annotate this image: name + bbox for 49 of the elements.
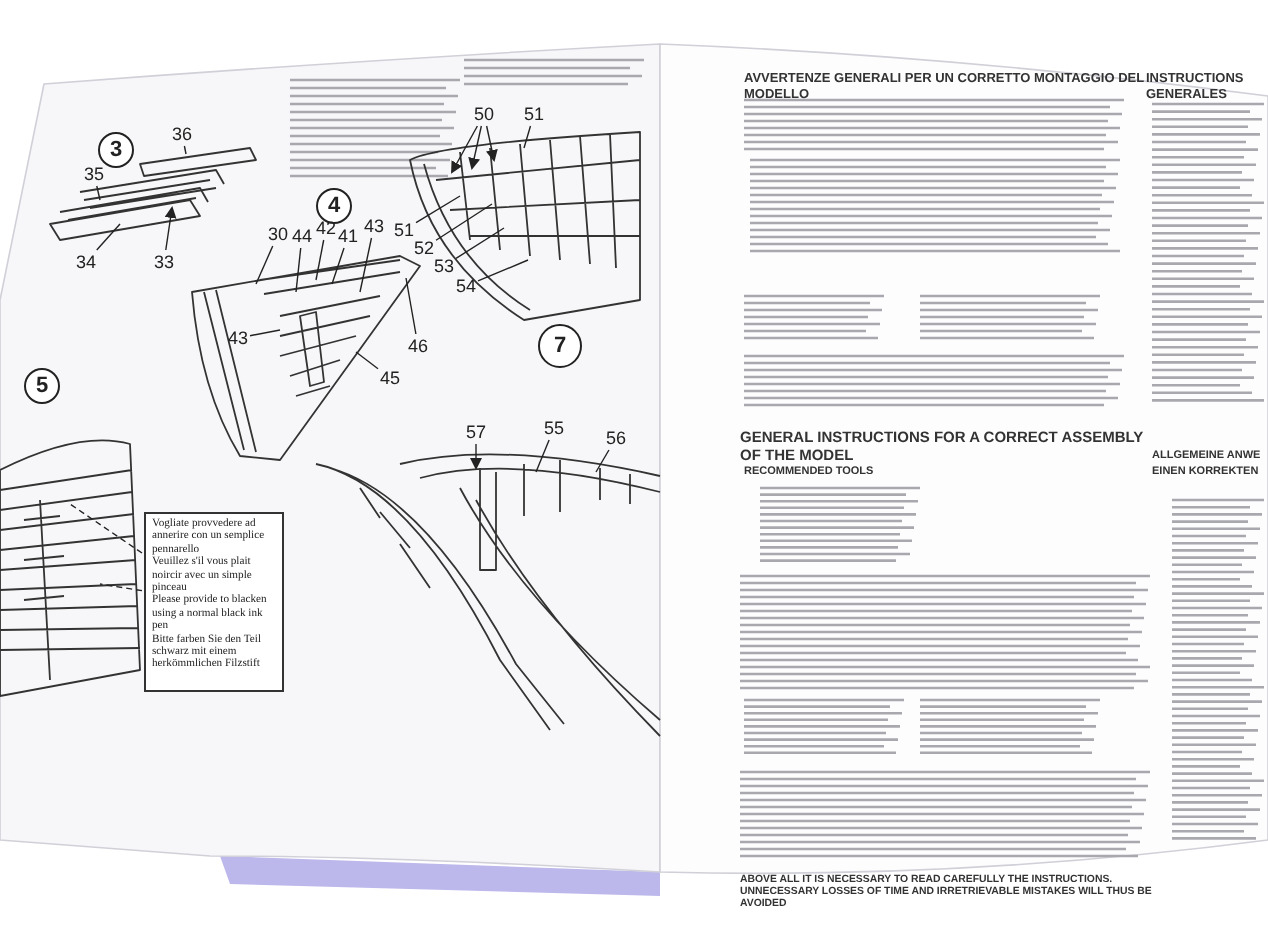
callout-number: 35 [84,164,105,184]
leader-line [164,206,177,251]
bow-rails-drawing [315,453,661,737]
leader-line [249,329,281,337]
leader-line [183,145,187,155]
callout-number: 52 [414,238,435,258]
callout-number: 36 [172,124,193,144]
callout-number: 50 [474,104,495,124]
callout-number: 51 [524,104,545,124]
callout-number: 43 [364,216,385,236]
leader-line [523,125,532,149]
leader-line [99,583,143,592]
leader-line [595,449,610,473]
leader-line [468,125,483,170]
bow-planking-drawing [0,439,141,697]
leader-line [451,125,479,174]
leader-line [435,203,493,241]
leader-line [96,185,101,201]
callout-number: 57 [466,422,487,442]
callout-number: 33 [154,252,175,272]
leader-line [355,351,379,370]
leader-line [295,247,302,293]
leader-line [405,277,417,335]
leader-line [535,439,550,473]
callout-number: 43 [228,328,249,348]
callout-number: 30 [268,224,289,244]
callout-number: 51 [394,220,415,240]
leader-line [485,125,498,162]
leader-line [69,503,143,554]
leader-line [470,443,482,470]
leader-line [96,223,121,251]
callout-number: 44 [292,226,313,246]
callout-number: 54 [456,276,477,296]
leader-line [477,259,529,282]
leader-line [359,237,373,293]
callout-number: 46 [408,336,429,356]
note-panel [144,512,284,692]
leader-line [255,245,274,285]
callout-number: 53 [434,256,455,276]
leader-line [415,195,461,224]
callout-number: 56 [606,428,627,448]
callout-number: 34 [76,252,97,272]
leader-line [331,247,345,285]
bow-frames-drawing [409,131,641,321]
leader-line [455,227,505,260]
callout-number: 41 [338,226,359,246]
leader-line [315,239,325,281]
callout-number: 45 [380,368,401,388]
callout-number: 55 [544,418,565,438]
